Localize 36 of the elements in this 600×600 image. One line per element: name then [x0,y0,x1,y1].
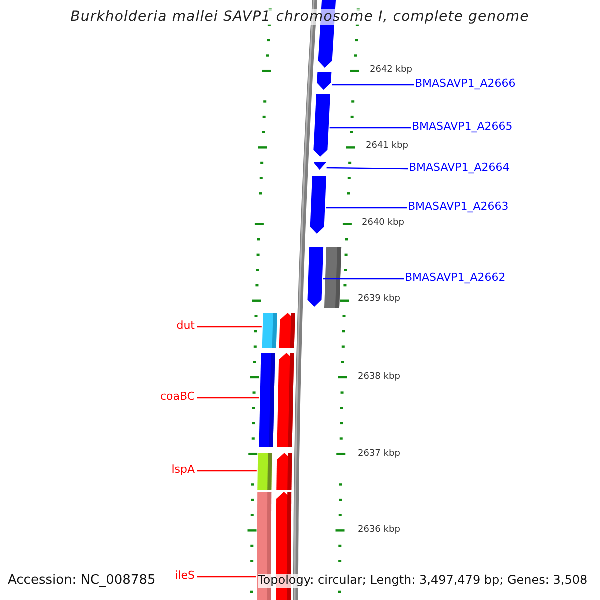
leader-line [197,326,262,328]
gene-feature [314,162,326,170]
leader-line [323,278,404,280]
scale-label: 2637 kbp [358,449,400,460]
gene-label: ileS [175,570,195,583]
gene-label: coaBC [160,391,195,404]
gene-feature [259,353,276,447]
accession-note: Accession: NC_008785 [8,574,156,588]
gene-label: BMASAVP1_A2663 [408,201,509,214]
leader-line [197,470,257,472]
title: Burkholderia mallei SAVP1 chromosome I, complete genome [70,9,530,26]
leader-line [197,397,260,399]
gene-feature [314,94,331,157]
gene-feature [258,453,272,490]
scale-label: 2640 kbp [362,218,404,228]
gene-label: lspA [172,464,195,477]
scale-label: 2638 kbp [358,372,400,382]
leader-line [326,207,407,209]
gene-feature [308,247,324,307]
leader-line [197,576,256,578]
topology-note: Topology: circular; Length: 3,497,479 bp; Genes: 3,508 [258,574,588,588]
gene-label: BMASAVP1_A2662 [405,272,506,285]
leader-line [332,84,414,86]
gene-feature [310,176,326,234]
scale-label: 2636 kbp [358,525,400,536]
gene-feature [317,72,332,90]
scale-label: 2641 kbp [366,141,408,152]
gene-label: dut [176,320,195,333]
scale-label: 2642 kbp [370,65,412,76]
gene-feature [262,313,278,348]
gene-label: BMASAVP1_A2666 [415,78,516,91]
gene-label: BMASAVP1_A2665 [412,121,513,134]
scale-label: 2639 kbp [358,294,400,304]
leader-line [330,127,411,129]
gene-label: BMASAVP1_A2664 [409,162,510,175]
leader-line [326,167,408,170]
